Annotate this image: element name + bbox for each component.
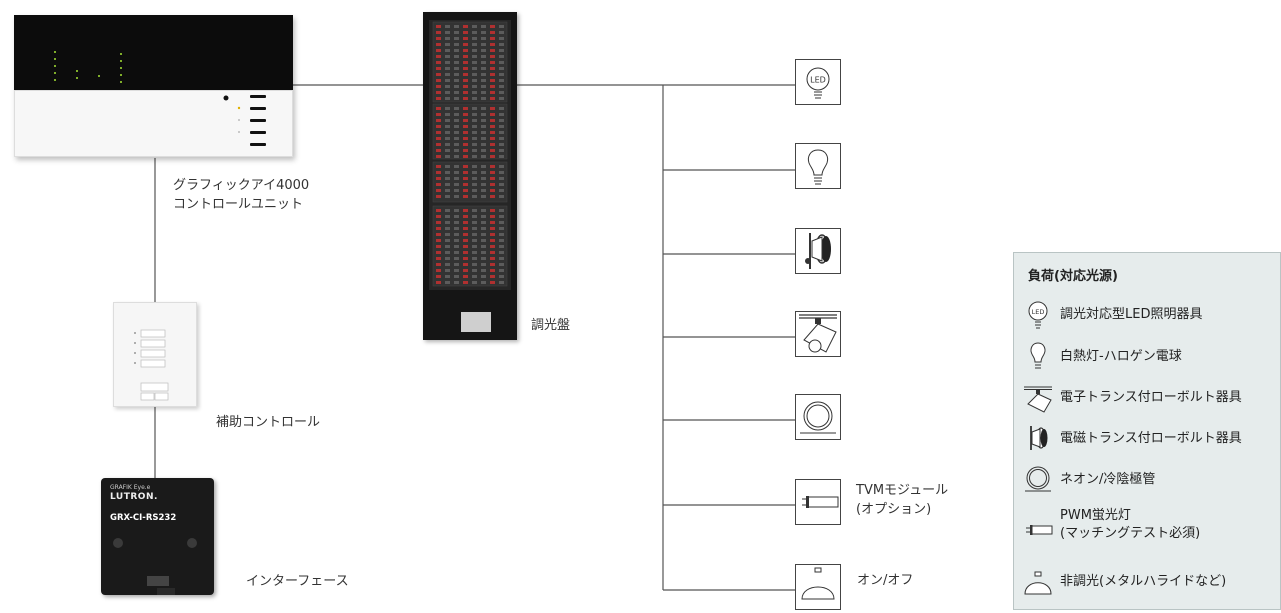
legend-item-nondim: 非調光(メタルハライドなど) (1014, 563, 1281, 603)
incandescent-bulb-icon (1030, 342, 1046, 369)
legend-item-led: LED 調光対応型LED照明器具 (1014, 294, 1281, 334)
magnetic-low-voltage-fixture-icon (805, 233, 831, 269)
onoff-label: オン/オフ (857, 573, 914, 588)
load-electronic-box (795, 311, 841, 357)
dimmer-panel-label: 調光盤 (531, 318, 571, 333)
interface-device: GRAFIK Eye.e LUTRON. GRX-CI-RS232 (101, 478, 214, 595)
legend-item-label: 調光対応型LED照明器具 (1060, 307, 1203, 322)
legend-item-label: ネオン/冷陰極管 (1060, 472, 1156, 487)
aux-control-label: 補助コントロール (216, 415, 321, 430)
load-onoff-box (795, 564, 841, 610)
control-unit-label-line2: コントロールユニット (173, 197, 304, 212)
load-magnetic-box (795, 228, 841, 274)
pwm-fluorescent-icon (1026, 525, 1053, 535)
tvm-label-line2: (オプション) (856, 502, 932, 517)
legend-item-magnetic: 電磁トランス付ローボルト器具 (1014, 418, 1281, 458)
non-dim-fixture-icon (801, 567, 835, 600)
neon-cold-cathode-icon (1025, 466, 1051, 492)
electronic-low-voltage-fixture-icon (799, 314, 837, 353)
pwm-fluorescent-icon (802, 496, 839, 508)
legend-item-incandescent: 白熱灯-ハロゲン電球 (1014, 336, 1281, 376)
electronic-low-voltage-fixture-icon (1024, 386, 1052, 413)
legend-item-label: 電磁トランス付ローボルト器具 (1060, 431, 1242, 446)
legend-title: 負荷(対応光源) (1028, 269, 1118, 284)
magnetic-low-voltage-fixture-icon (1030, 426, 1048, 450)
legend-box: 負荷(対応光源) LED 調光対応型LED照明器具 白熱灯-ハロゲン電球 電子ト… (1013, 252, 1281, 610)
legend-item-pwm: PWM蛍光灯 (マッチングテスト必須) (1014, 501, 1281, 553)
control-unit (14, 15, 293, 157)
load-incandescent-box (795, 143, 841, 189)
legend-item-label-line2: (マッチングテスト必須) (1060, 526, 1201, 541)
legend-led-text: LED (1032, 308, 1045, 316)
interface-label: インターフェース (246, 574, 349, 589)
neon-cold-cathode-icon (800, 401, 836, 434)
legend-item-label-line1: PWM蛍光灯 (1060, 508, 1131, 523)
tvm-label-line1: TVMモジュール (856, 483, 949, 498)
control-unit-label-line1: グラフィックアイ4000 (173, 178, 310, 193)
load-fluorescent-box (795, 479, 841, 525)
legend-item-label: 白熱灯-ハロゲン電球 (1060, 349, 1182, 364)
load-neon-box (795, 394, 841, 440)
non-dim-fixture-icon (1024, 571, 1052, 595)
load-led-box: LED (795, 59, 841, 105)
dimmer-panel (423, 12, 517, 340)
interface-brand-small: GRAFIK Eye.e (110, 484, 151, 491)
legend-item-label: 非調光(メタルハライドなど) (1060, 574, 1227, 589)
led-text: LED (810, 76, 826, 85)
incandescent-bulb-icon (807, 149, 829, 185)
led-bulb-icon: LED (1028, 301, 1048, 329)
legend-item-label: 電子トランス付ローボルト器具 (1060, 390, 1242, 405)
interface-brand: LUTRON. (110, 492, 158, 502)
led-bulb-icon: LED (806, 67, 830, 99)
legend-item-neon: ネオン/冷陰極管 (1014, 459, 1281, 499)
aux-control (113, 302, 197, 407)
legend-item-electronic: 電子トランス付ローボルト器具 (1014, 377, 1281, 417)
interface-model: GRX-CI-RS232 (110, 513, 177, 523)
control-unit-faceplate (14, 90, 293, 157)
control-unit-display (14, 15, 293, 90)
